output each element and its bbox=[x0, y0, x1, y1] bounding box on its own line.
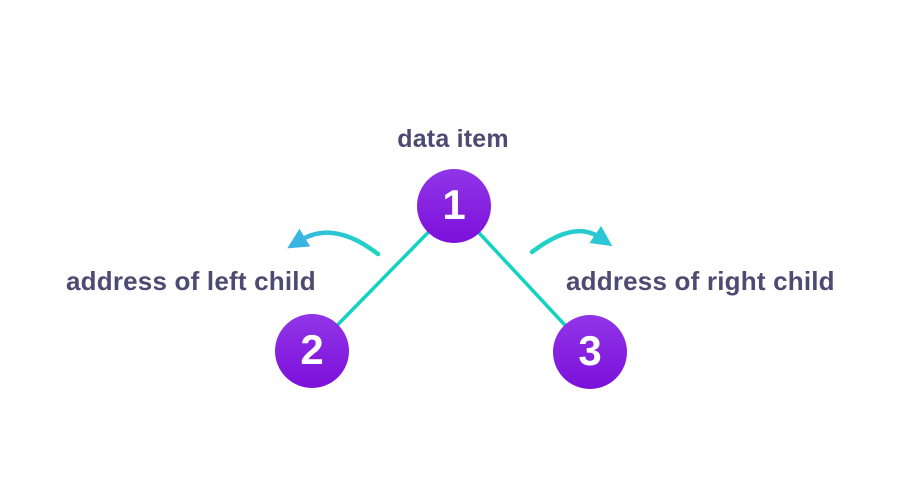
root-node: 1 bbox=[417, 169, 491, 243]
curved-arrow-left-icon bbox=[287, 228, 381, 257]
root-node-value: 1 bbox=[442, 181, 466, 228]
left-child-node-value: 2 bbox=[300, 326, 324, 373]
right-child-node-value: 3 bbox=[578, 327, 602, 374]
right-child-node: 3 bbox=[553, 315, 627, 389]
left-child-node: 2 bbox=[275, 314, 349, 388]
right-child-label: address of right child bbox=[566, 266, 835, 296]
left-child-label: address of left child bbox=[66, 266, 316, 296]
curved-arrow-right-icon bbox=[529, 225, 613, 255]
root-label: data item bbox=[397, 125, 509, 153]
